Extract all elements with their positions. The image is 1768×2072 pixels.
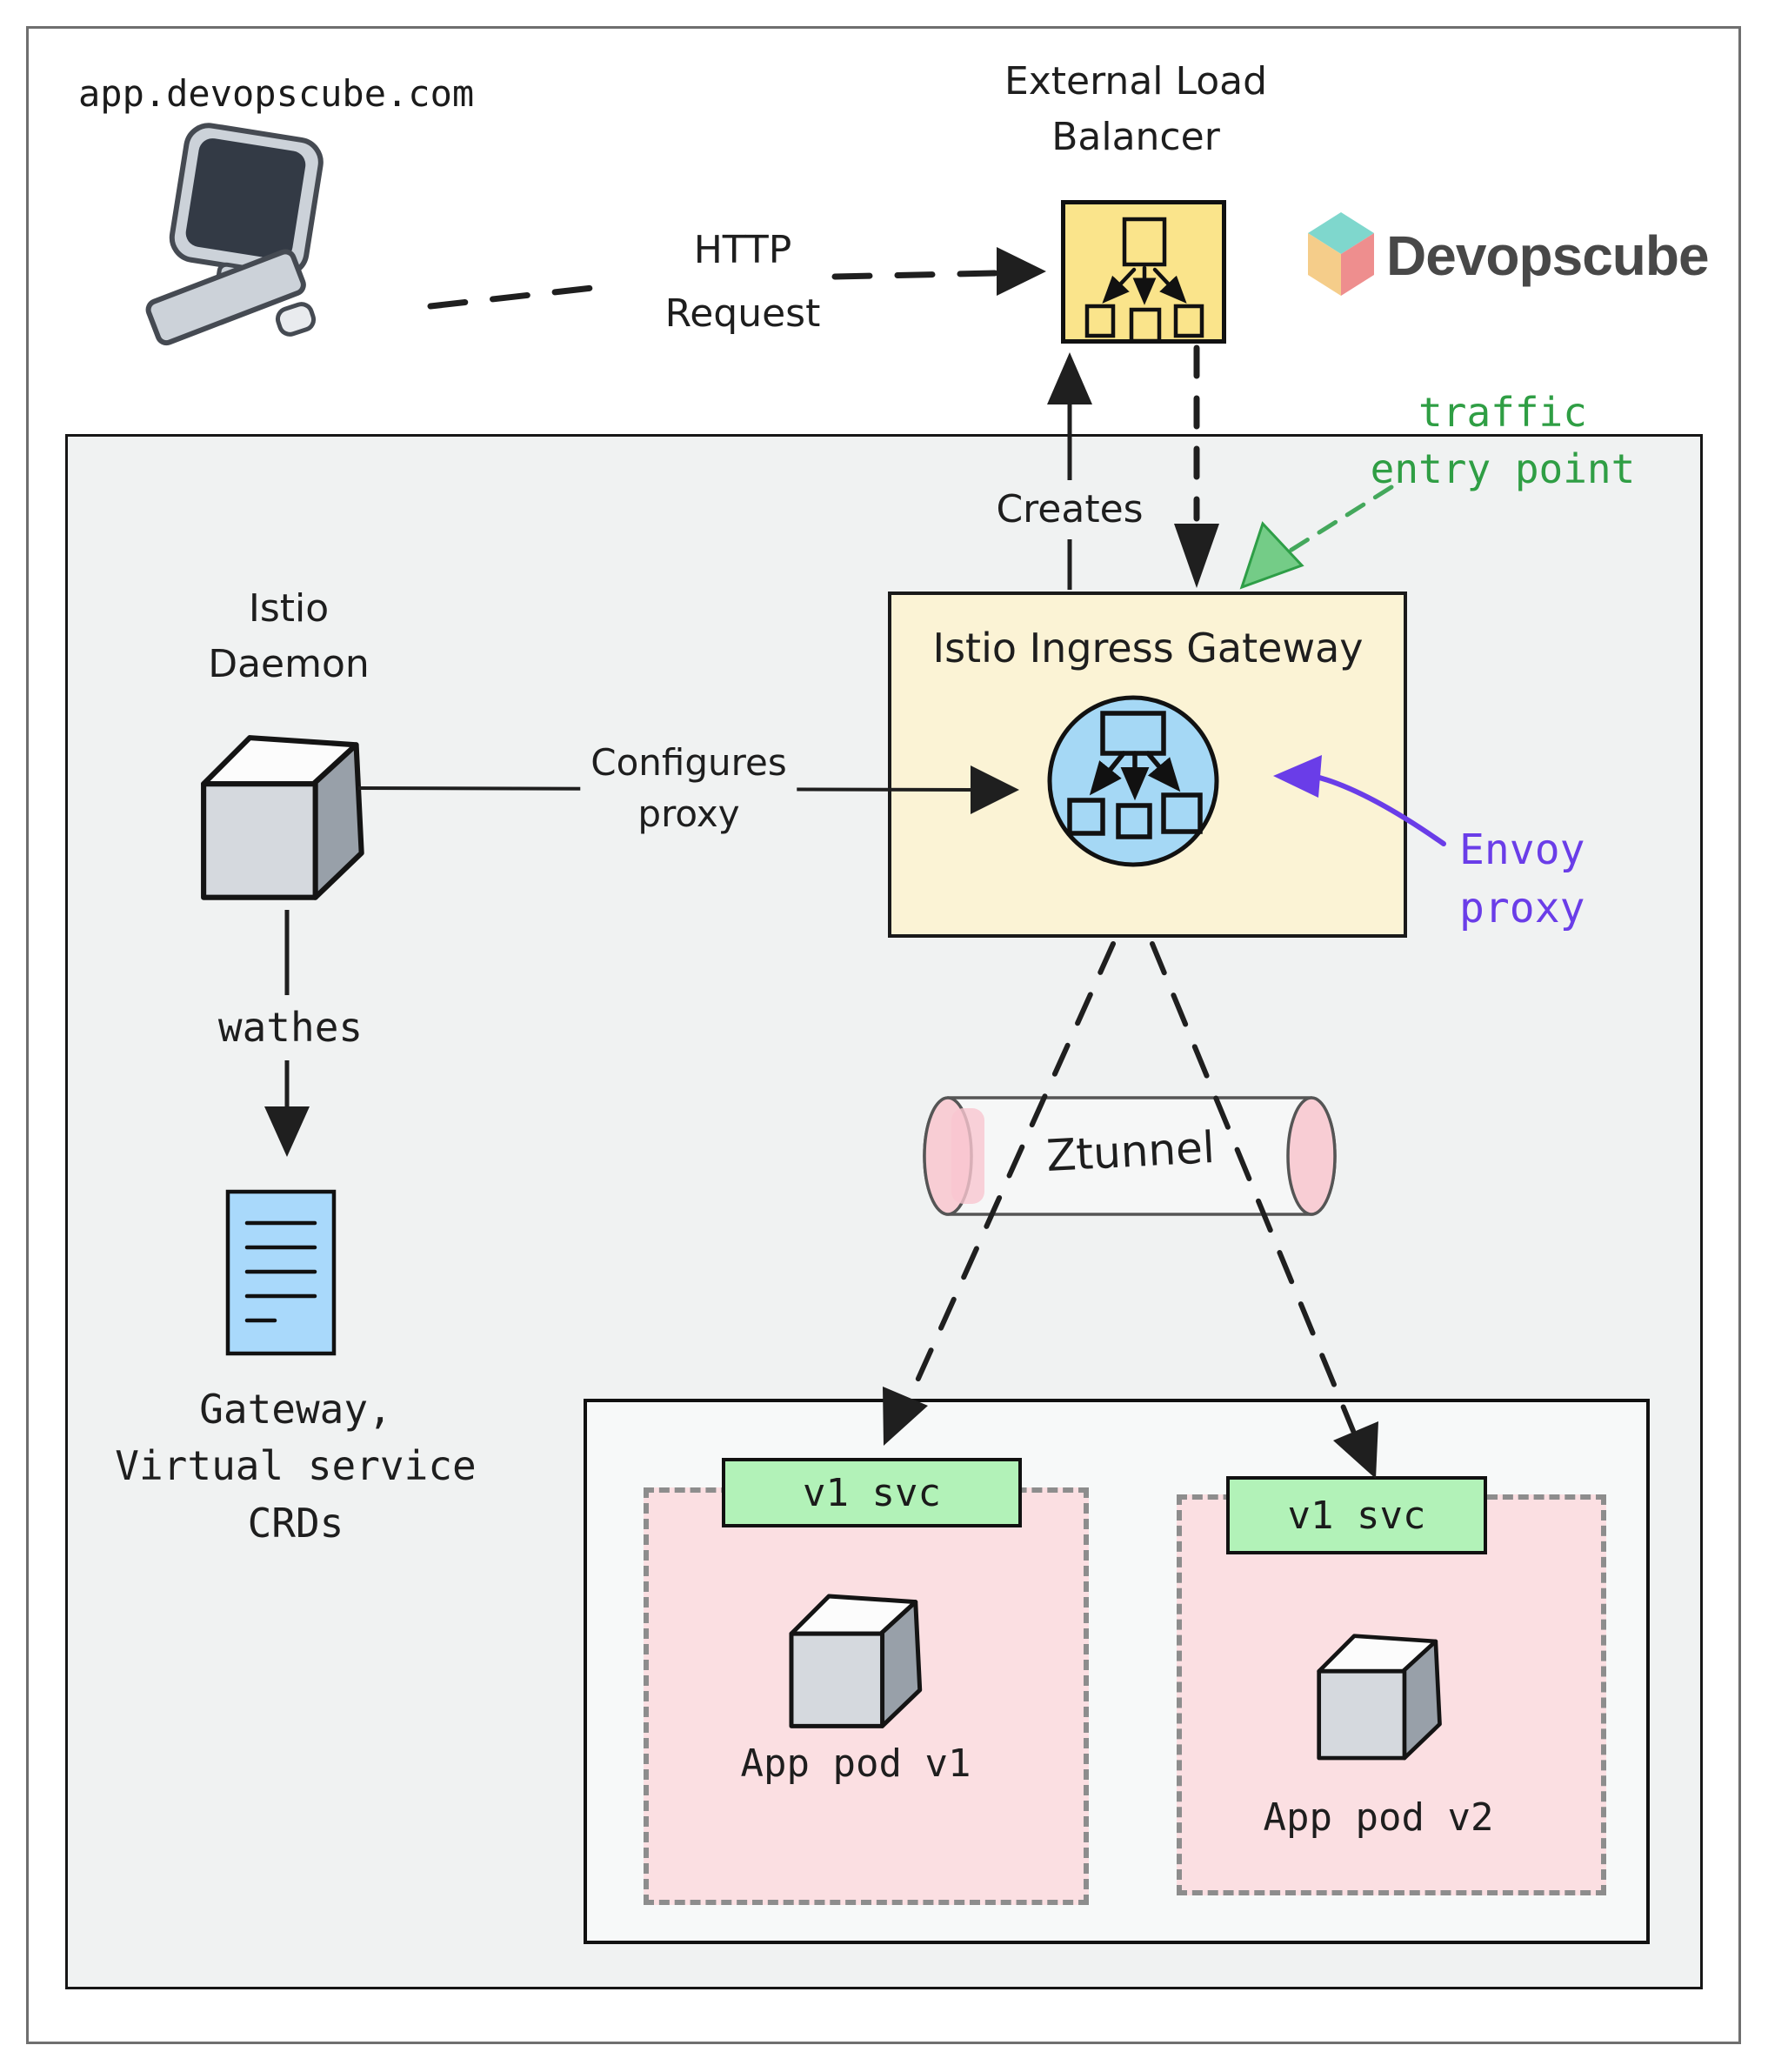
external-load-balancer-box	[1061, 200, 1226, 344]
service-v1-left-badge: v1 svc	[722, 1458, 1022, 1527]
external-lb-title: External Load Balancer	[1004, 59, 1268, 159]
istio-daemon-title: Istio Daemon	[208, 586, 370, 686]
service-v1-right-badge: v1 svc	[1226, 1476, 1487, 1554]
envoy-proxy-note: Envoy proxy	[1459, 825, 1585, 933]
app-pod-v1-box	[644, 1487, 1089, 1905]
app-pod-v2-label: App pod v2	[1263, 1795, 1494, 1840]
watches-label: wathes	[207, 995, 374, 1060]
service-v1-right-label: v1 svc	[1287, 1493, 1426, 1538]
ztunnel-label: Ztunnel	[1044, 1121, 1217, 1182]
crds-label: Gateway, Virtual service CRDs	[115, 1386, 477, 1547]
devopscube-logo-text: Devopscube	[1386, 224, 1710, 287]
http-request-label: HTTP Request	[664, 228, 821, 336]
service-v1-left-label: v1 svc	[803, 1470, 941, 1515]
configures-proxy-label: Configures proxy	[580, 736, 797, 842]
istio-ingress-gateway-title: Istio Ingress Gateway	[932, 625, 1364, 672]
creates-label: Creates	[987, 480, 1152, 539]
traffic-entry-note: traffic entry point	[1370, 389, 1636, 493]
client-domain-label: app.devopscube.com	[78, 72, 475, 115]
app-pod-v1-label: App pod v1	[740, 1741, 971, 1786]
